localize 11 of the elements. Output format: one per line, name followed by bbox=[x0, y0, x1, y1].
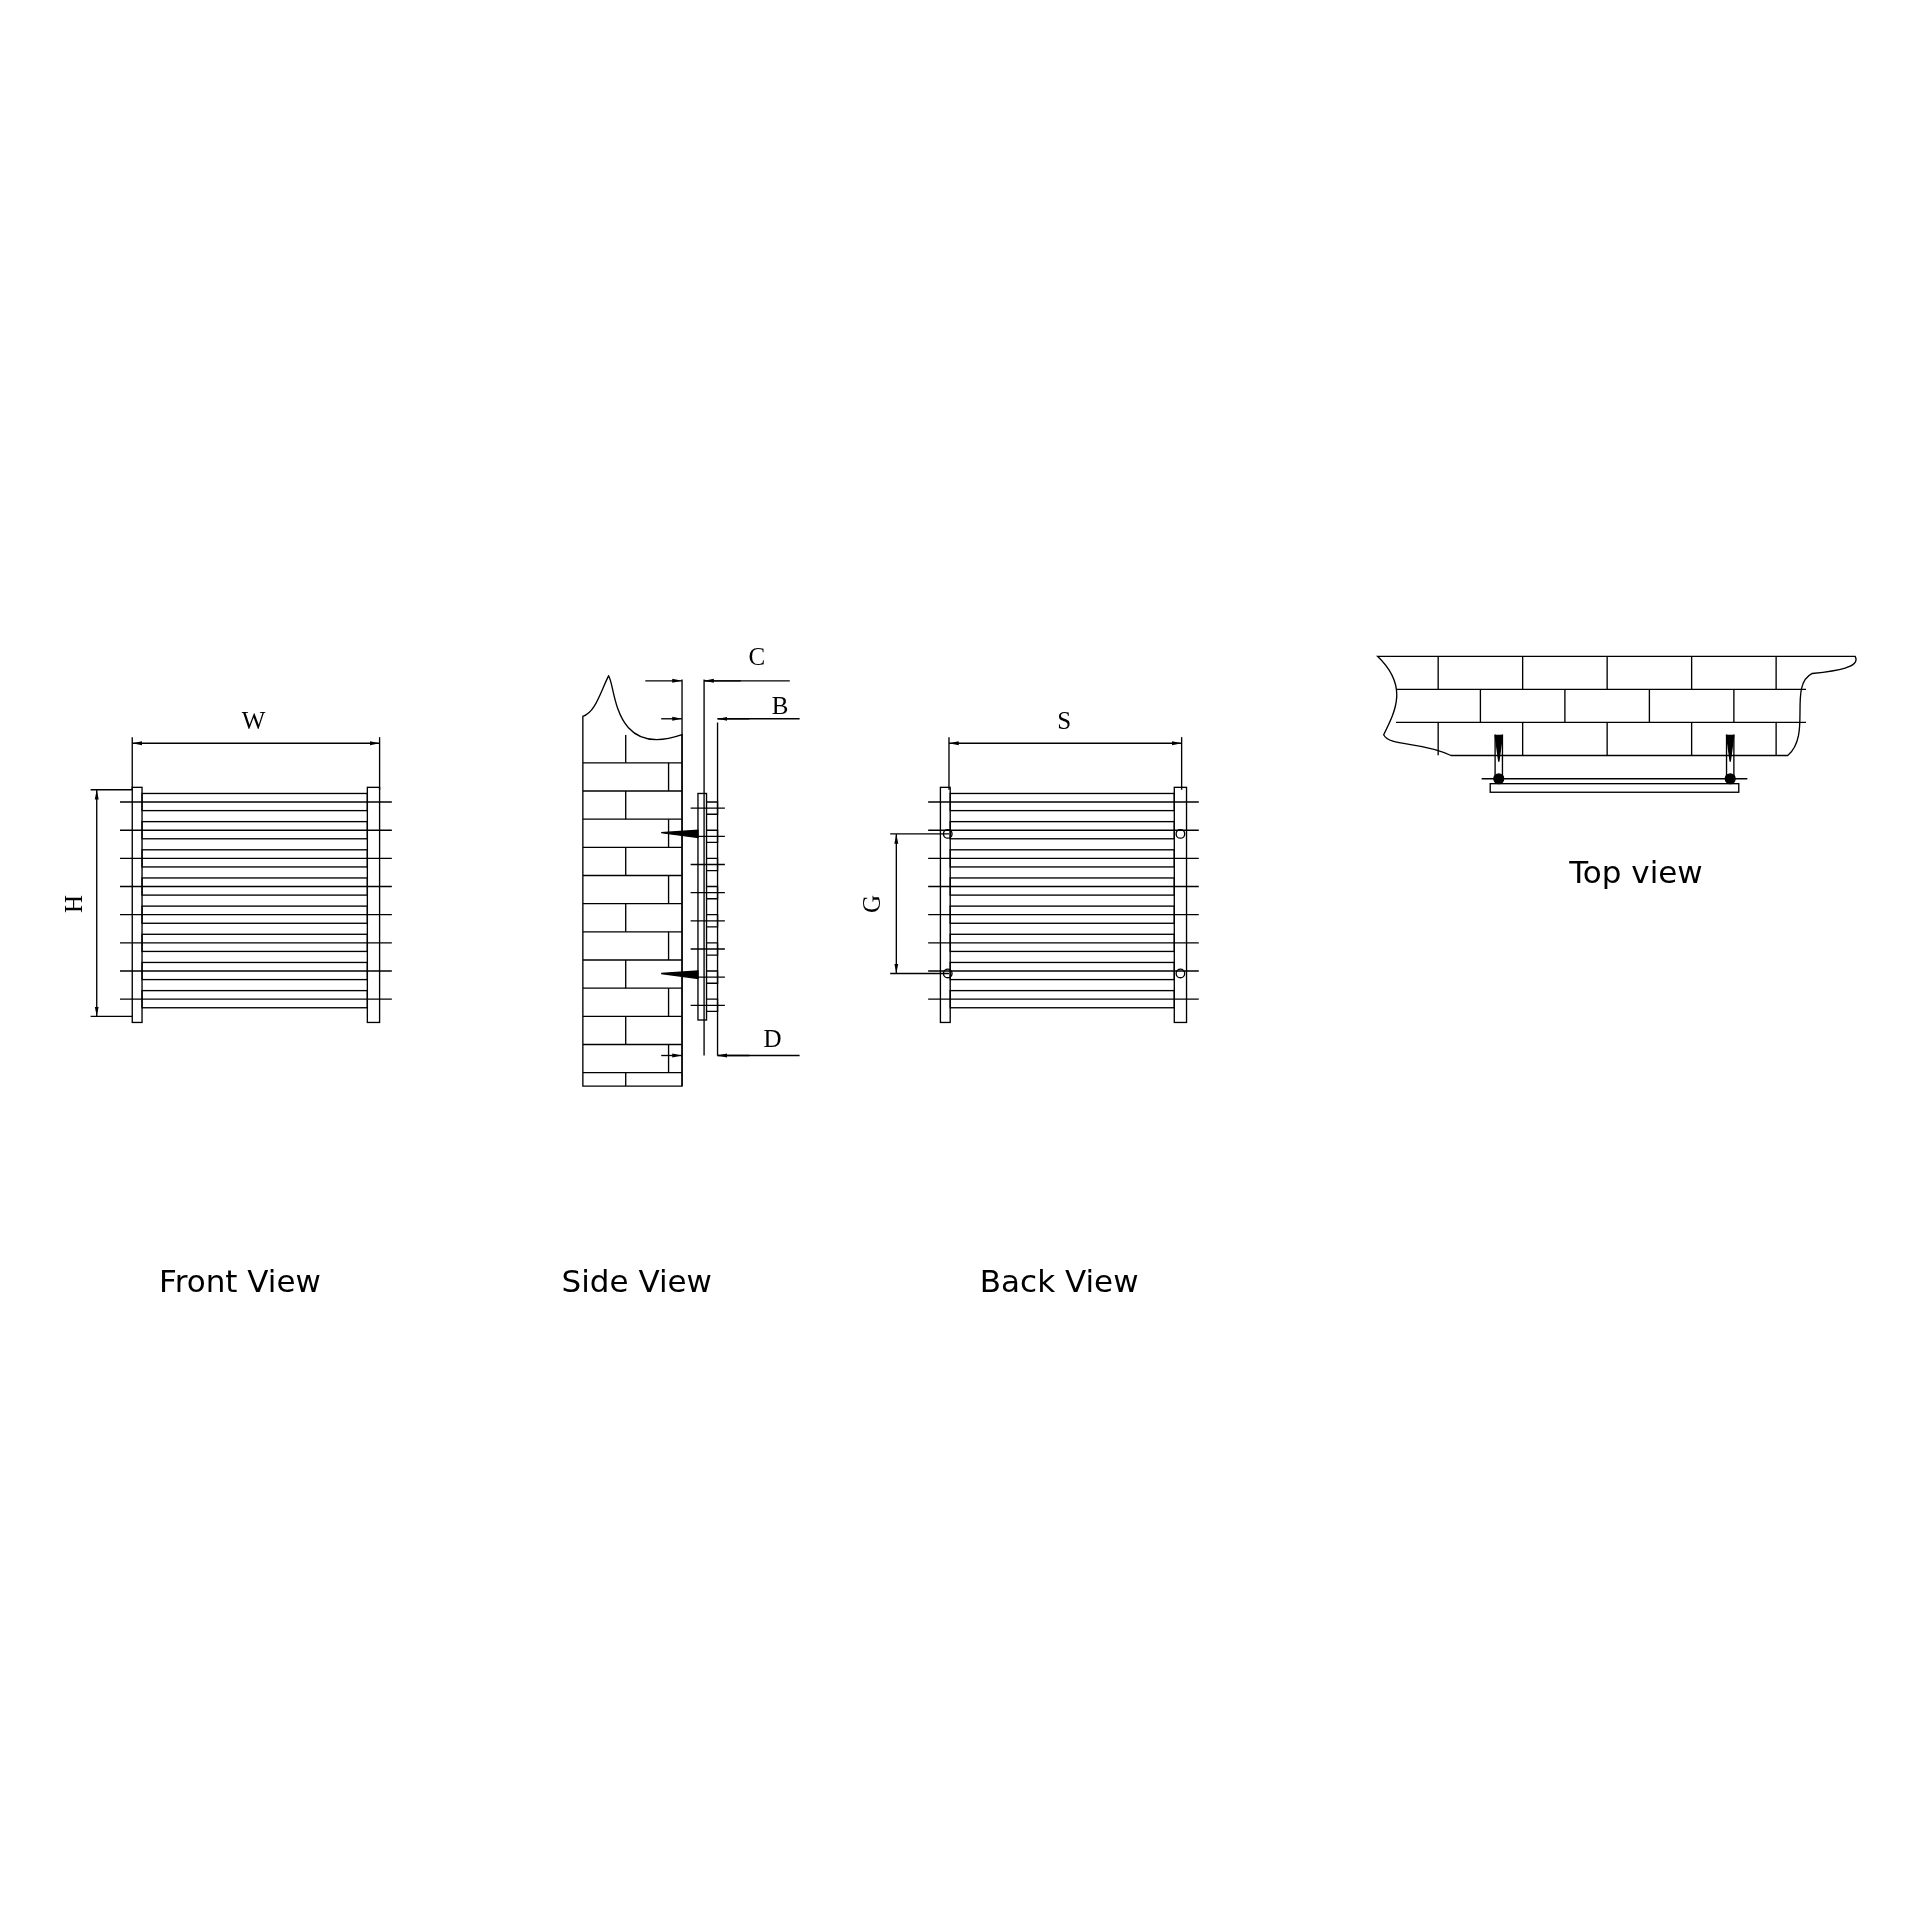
view-caption: Top view bbox=[1569, 856, 1703, 888]
dimension-label: D bbox=[763, 1025, 782, 1051]
view-caption: Back View bbox=[979, 1265, 1139, 1297]
dimension-label: S bbox=[1057, 707, 1072, 733]
view-caption: Side View bbox=[561, 1265, 712, 1297]
dimension-label: H bbox=[60, 894, 86, 913]
dimension-label: W bbox=[241, 707, 266, 733]
dimension-label: B bbox=[771, 692, 789, 718]
view-caption: Front View bbox=[159, 1265, 321, 1297]
dimension-label: C bbox=[748, 643, 766, 669]
dimension-label: G bbox=[858, 894, 884, 913]
